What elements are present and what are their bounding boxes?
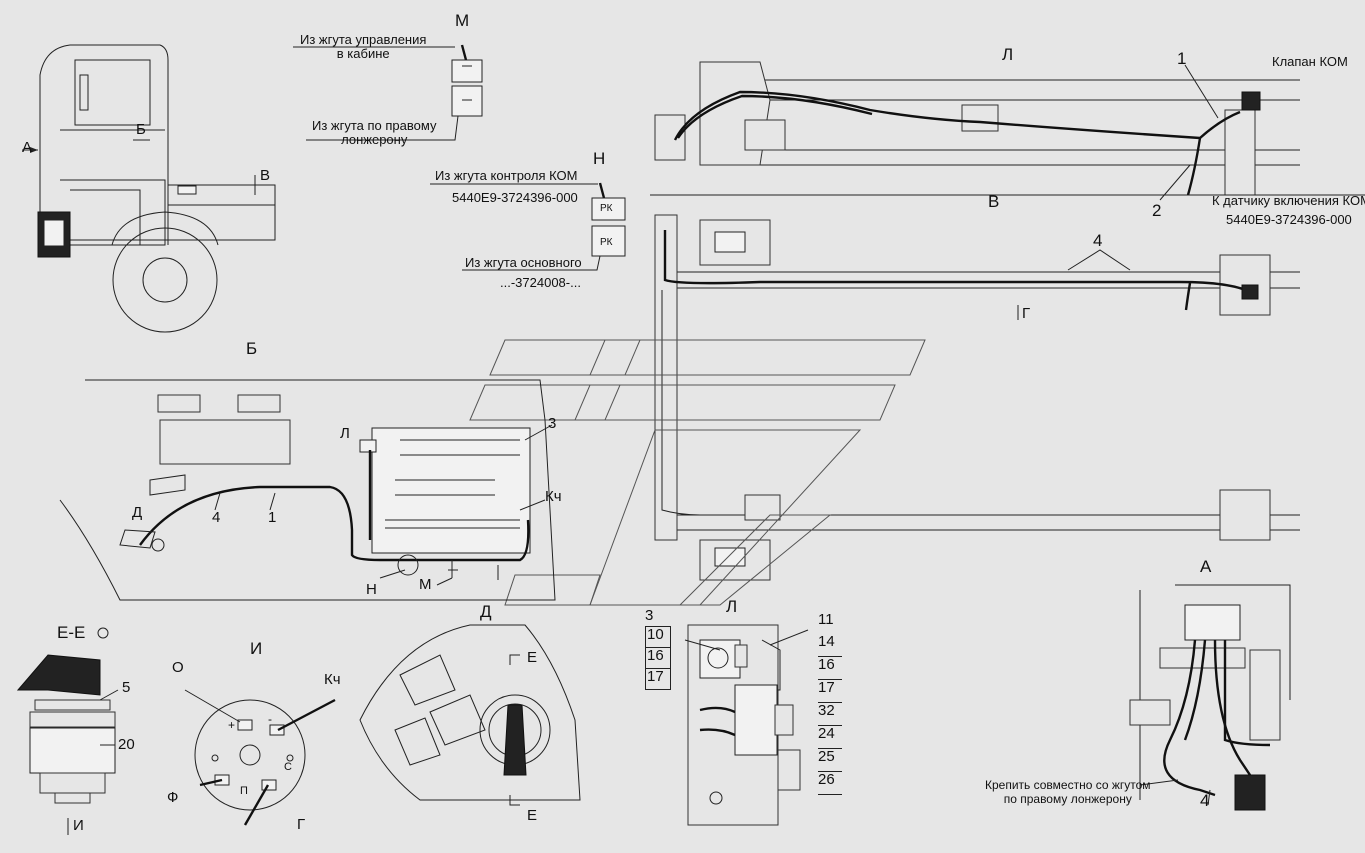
view-l-detail	[684, 624, 809, 826]
l-left-num: 3	[645, 607, 654, 624]
section-ee-switch	[16, 627, 119, 835]
connector-n-drawing	[430, 182, 626, 271]
label-i-minus: -	[268, 712, 272, 726]
label-b-m: М	[419, 576, 432, 593]
label-view-l-title: Л	[1002, 45, 1014, 64]
l-detail-left-numbers: 3 10 16 17	[645, 608, 671, 690]
label-l-num-2: 2	[1152, 201, 1162, 220]
l-right-num: 16	[818, 657, 842, 680]
label-i-kch: Кч	[324, 671, 341, 688]
watermark-logo	[469, 339, 926, 606]
label-n-pin-top: РК	[600, 203, 613, 214]
label-b-num-3: 3	[548, 415, 557, 432]
label-view-v-arrow: В	[260, 167, 271, 184]
label-view-i-title: И	[250, 639, 263, 658]
label-section-ee-title: Е-Е	[57, 623, 86, 642]
label-view-v-title: В	[988, 192, 1000, 211]
label-kom-sensor: К датчику включения КОМ	[1212, 193, 1365, 208]
label-a-num-4: 4	[1200, 791, 1210, 810]
l-left-num: 17	[645, 668, 671, 690]
label-view-a-title: А	[1200, 557, 1212, 576]
l-right-num: 11	[818, 611, 834, 628]
l-right-num: 17	[818, 680, 842, 703]
label-i-p: П	[240, 785, 248, 797]
label-ee-num-20: 20	[118, 736, 135, 753]
label-connector-m-title: М	[455, 11, 470, 30]
label-view-l-detail-title: Л	[726, 597, 738, 616]
label-n-pin-bottom: РК	[600, 237, 613, 248]
label-view-b-title: Б	[246, 339, 258, 358]
label-n-kom-control-part: 5440Е9-3724396-000	[452, 190, 578, 205]
label-m-from-right-rail: Из жгута по правому лонжерону	[312, 118, 437, 147]
label-l-num-1: 1	[1177, 49, 1187, 68]
view-b-dashboard	[59, 379, 556, 601]
view-d-panel	[359, 624, 581, 806]
label-b-l: Л	[340, 425, 350, 442]
l-left-num: 16	[645, 647, 671, 668]
label-i-g: Г	[297, 816, 306, 833]
cab-side-view	[22, 44, 276, 333]
label-view-d-title: Д	[480, 602, 492, 621]
label-i-f: Ф	[167, 789, 179, 806]
label-kom-sensor-part: 5440Е9-3724396-000	[1226, 212, 1352, 227]
l-right-num: 25	[818, 749, 842, 772]
label-b-num-1: 1	[268, 509, 277, 526]
l-right-num: 14	[818, 634, 842, 657]
l-detail-right-numbers: 11 14 16 17 32 24 25 26	[818, 612, 842, 795]
label-view-a-arrow: А	[22, 139, 33, 156]
label-d-e-top: Е	[527, 649, 538, 666]
l-right-num: 32	[818, 703, 842, 726]
label-v-num-4: 4	[1093, 231, 1103, 250]
label-m-from-cab: Из жгута управления в кабине	[300, 32, 427, 61]
label-b-d: Д	[132, 504, 143, 521]
label-i-s: С	[284, 761, 292, 773]
label-b-kch: Кч	[545, 488, 562, 505]
l-right-num: 26	[818, 772, 842, 795]
view-l-frame	[654, 61, 1300, 201]
label-ee-arrow-i: И	[73, 817, 84, 834]
l-right-num: 24	[818, 726, 842, 749]
label-n-main-part: ...-3724008-...	[500, 275, 581, 290]
label-i-o: О	[172, 659, 184, 676]
label-d-e-bottom: Е	[527, 807, 538, 824]
label-a-note: Крепить совместно со жгутом по правому л…	[985, 778, 1151, 806]
fuse-rows	[385, 439, 520, 529]
label-kom-valve: Клапан КОМ	[1272, 54, 1348, 69]
label-n-from-kom-control: Из жгута контроля КОМ	[435, 168, 578, 183]
label-connector-n-title: Н	[593, 149, 606, 168]
view-a-detail	[1129, 584, 1291, 811]
label-n-from-main: Из жгута основного	[465, 255, 582, 270]
connector-m-drawing	[293, 44, 483, 141]
view-i-contacts	[184, 689, 336, 826]
label-i-plus: +	[228, 718, 236, 732]
label-view-b-arrow: Б	[136, 121, 146, 138]
view-v-frame	[650, 194, 1365, 581]
l-left-num: 10	[645, 626, 671, 647]
label-b-num-4: 4	[212, 509, 221, 526]
label-b-n: Н	[366, 581, 377, 598]
label-ee-num-5: 5	[122, 679, 131, 696]
label-v-arrow-g: Г	[1022, 305, 1031, 322]
